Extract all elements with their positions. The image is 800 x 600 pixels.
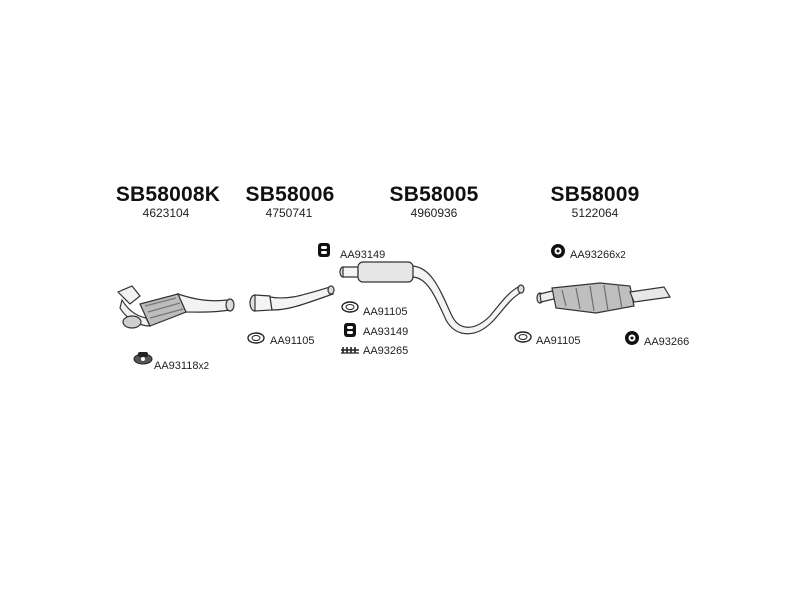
rear-silencer-part-drawing bbox=[536, 282, 671, 314]
rubber-mount-icon bbox=[625, 331, 639, 345]
gasket-ring-icon bbox=[247, 332, 265, 344]
oem-number-front-pipe: 4750741 bbox=[265, 206, 313, 220]
gasket-ring-icon bbox=[341, 301, 359, 313]
front-pipe-part-drawing bbox=[249, 285, 335, 312]
accessory-label-aa93266-bottom: AA93266 bbox=[644, 336, 690, 348]
middle-silencer-part-drawing bbox=[339, 261, 525, 335]
accessory-label-aa93266-top: AA93266x2 bbox=[570, 249, 626, 261]
accessory-label-aa93265: AA93265 bbox=[363, 345, 409, 357]
rubber-hanger-icon bbox=[318, 243, 330, 257]
part-code-front-pipe: SB58006 bbox=[245, 183, 335, 206]
clamp-icon bbox=[133, 352, 153, 365]
accessory-label-aa93149-bottom: AA93149 bbox=[363, 326, 409, 338]
oem-number-middle-silencer: 4960936 bbox=[410, 206, 458, 220]
rubber-mount-icon bbox=[551, 244, 565, 258]
accessory-label-aa91105-middle: AA91105 bbox=[363, 306, 408, 318]
gasket-ring-icon bbox=[514, 331, 532, 343]
spring-clip-icon bbox=[341, 347, 359, 354]
part-code-catalyst: SB58008K bbox=[115, 183, 221, 206]
accessory-label-aa93149-top: AA93149 bbox=[340, 249, 386, 261]
accessory-label-aa93118: AA93118x2 bbox=[154, 360, 210, 372]
part-code-rear-silencer: SB58009 bbox=[550, 183, 640, 206]
catalyst-part-drawing bbox=[116, 285, 235, 329]
accessory-label-aa91105: AA91105 bbox=[270, 335, 315, 347]
accessory-label-aa91105-right: AA91105 bbox=[536, 335, 581, 347]
rubber-hanger-icon bbox=[344, 323, 356, 337]
oem-number-rear-silencer: 5122064 bbox=[571, 206, 619, 220]
oem-number-catalyst: 4623104 bbox=[142, 206, 190, 220]
part-code-middle-silencer: SB58005 bbox=[389, 183, 479, 206]
